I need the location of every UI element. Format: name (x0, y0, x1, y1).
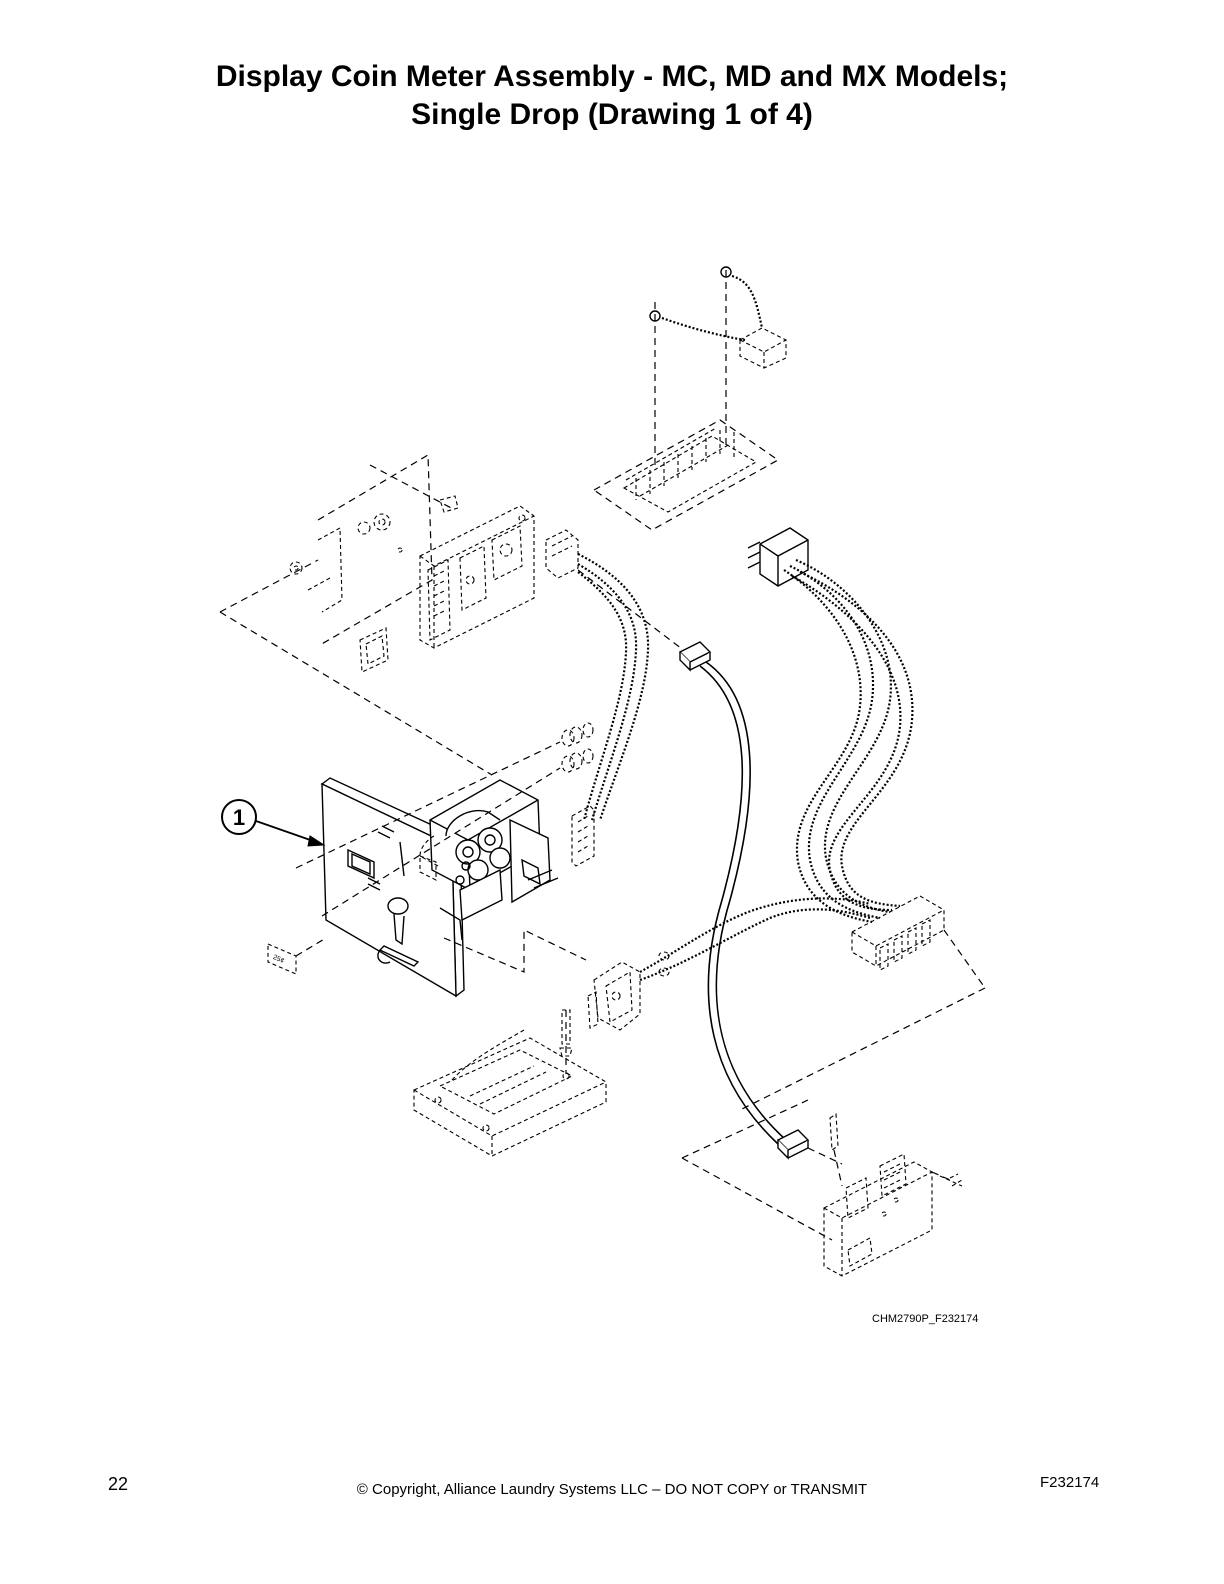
coin-mech-connector (571, 805, 595, 867)
coin-value-decal: 25¢ (267, 937, 327, 975)
display-coin-meter-faceplate (320, 777, 465, 998)
six-pin-connector-harness (747, 527, 914, 924)
page-number: 22 (108, 1474, 129, 1494)
control-board (419, 495, 535, 649)
terminal-connector-block (739, 895, 986, 1111)
page-title-line-2: Single Drop (Drawing 1 of 4) (411, 98, 813, 131)
coin-decal-label: 25¢ (272, 954, 286, 965)
inline-connector-harness (678, 641, 810, 1160)
callout-1-number: 1 (233, 805, 245, 830)
page-title-line-1: Display Coin Meter Assembly - MC, MD and… (215, 60, 1009, 93)
relay-box-assembly (649, 266, 787, 470)
coin-sensor-switch (587, 897, 871, 1031)
harness-connector-upper (545, 529, 650, 821)
coin-chute-base (413, 1009, 607, 1157)
mounting-bracket (219, 453, 493, 776)
copyright-notice: © Copyright, Alliance Laundry Systems LL… (356, 1481, 868, 1498)
lower-circuit-board (681, 1099, 963, 1277)
callout-1: 1 (221, 799, 326, 847)
document-number: F232174 (1040, 1474, 1100, 1491)
mounting-screws (295, 722, 594, 917)
terminal-block-panel (592, 419, 780, 531)
drawing-id: CHM2790P_F232174 (872, 1313, 979, 1325)
page-title: Display Coin Meter Assembly - MC, MD and… (0, 58, 1224, 134)
coin-mechanism (419, 779, 559, 941)
